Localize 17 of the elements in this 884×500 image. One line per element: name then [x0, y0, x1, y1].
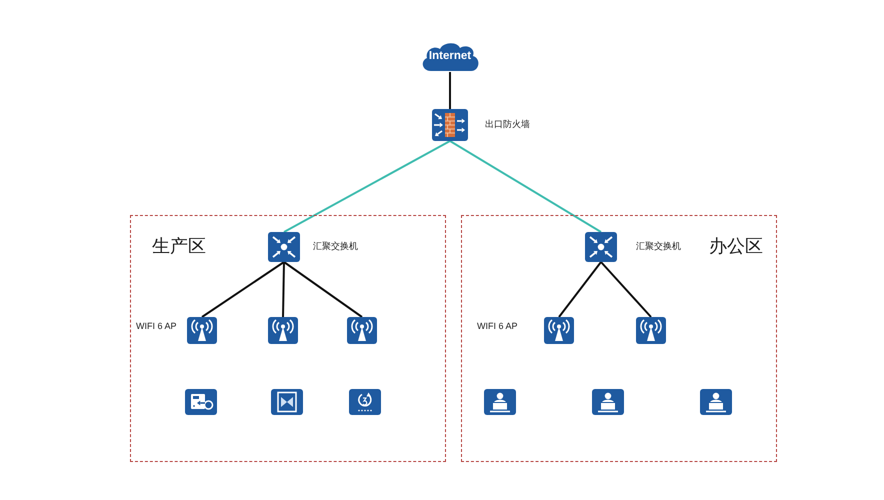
zone-title: 生产区: [152, 236, 206, 256]
connection-line: [201, 261, 285, 318]
connection-line: [283, 261, 363, 318]
connection-line: [600, 261, 652, 318]
row-label: WIFI 6 AP: [477, 321, 518, 332]
zone-title: 办公区: [709, 236, 763, 256]
connection-line: [449, 72, 451, 109]
connection-line: [558, 261, 602, 318]
device-label: 出口防火墙: [485, 119, 530, 130]
connection-line: [284, 140, 450, 233]
zone-frame: [461, 215, 777, 462]
device-label: 汇聚交换机: [313, 241, 358, 252]
row-label: WIFI 6 AP: [136, 321, 177, 332]
device-label: 汇聚交换机: [636, 241, 681, 252]
connection-line: [449, 140, 602, 233]
zone-frame: [130, 215, 446, 462]
connection-line: [282, 262, 285, 318]
